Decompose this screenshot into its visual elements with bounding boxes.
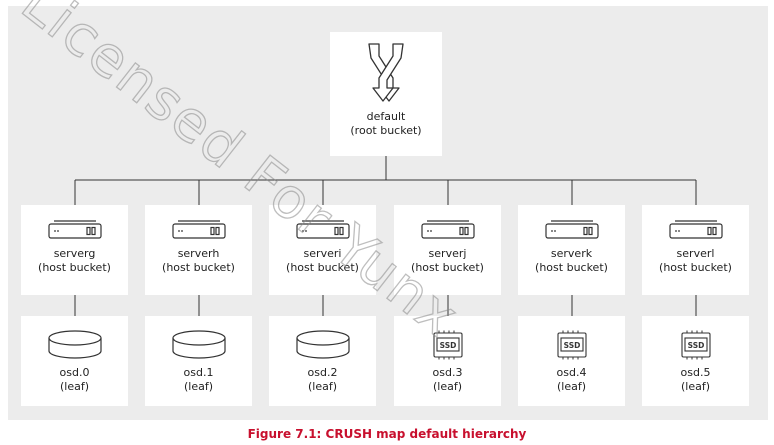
leaf-osd-type: (leaf) bbox=[59, 380, 90, 393]
leaf-osd-name: osd.5 bbox=[680, 366, 711, 379]
host-bucket-type: (host bucket) bbox=[162, 261, 235, 274]
crossing-arrows-icon bbox=[368, 43, 404, 102]
leaf-osd-node: osd.1 (leaf) bbox=[145, 316, 252, 406]
leaf-osd-type: (leaf) bbox=[307, 380, 338, 393]
host-bucket-node: serverl (host bucket) bbox=[642, 205, 749, 295]
host-bucket-node: serverk (host bucket) bbox=[518, 205, 625, 295]
host-bucket-type: (host bucket) bbox=[535, 261, 608, 274]
host-bucket-node: serveri (host bucket) bbox=[269, 205, 376, 295]
server-icon bbox=[668, 220, 723, 239]
leaf-osd-type: (leaf) bbox=[432, 380, 463, 393]
host-bucket-name: serverl bbox=[676, 247, 715, 260]
hdd-disk-icon bbox=[295, 330, 350, 359]
server-icon bbox=[171, 220, 226, 239]
leaf-osd-node: osd.2 (leaf) bbox=[269, 316, 376, 406]
leaf-osd-node: SSD osd.3 (leaf) bbox=[394, 316, 501, 406]
root-bucket-type: (root bucket) bbox=[350, 124, 422, 137]
leaf-osd-name: osd.0 bbox=[59, 366, 90, 379]
server-icon bbox=[544, 220, 599, 239]
host-bucket-name: serverj bbox=[428, 247, 467, 260]
host-bucket-type: (host bucket) bbox=[659, 261, 732, 274]
figure-caption: Figure 7.1: CRUSH map default hierarchy bbox=[247, 427, 527, 441]
host-bucket-type: (host bucket) bbox=[38, 261, 111, 274]
ssd-icon: SSD bbox=[556, 330, 587, 360]
host-bucket-type: (host bucket) bbox=[411, 261, 484, 274]
leaf-osd-name: osd.1 bbox=[183, 366, 214, 379]
server-icon bbox=[47, 220, 102, 239]
host-bucket-name: serverg bbox=[53, 247, 96, 260]
host-bucket-node: serverj (host bucket) bbox=[394, 205, 501, 295]
host-bucket-name: serveri bbox=[303, 247, 342, 260]
leaf-osd-name: osd.2 bbox=[307, 366, 338, 379]
leaf-osd-node: osd.0 (leaf) bbox=[21, 316, 128, 406]
hdd-disk-icon bbox=[171, 330, 226, 359]
ssd-icon-label: SSD bbox=[687, 341, 704, 350]
leaf-osd-node: SSD osd.5 (leaf) bbox=[642, 316, 749, 406]
ssd-icon: SSD bbox=[680, 330, 711, 360]
hdd-disk-icon bbox=[47, 330, 102, 359]
leaf-osd-name: osd.3 bbox=[432, 366, 463, 379]
host-bucket-node: serverg (host bucket) bbox=[21, 205, 128, 295]
server-icon bbox=[295, 220, 350, 239]
server-icon bbox=[420, 220, 475, 239]
host-bucket-node: serverh (host bucket) bbox=[145, 205, 252, 295]
leaf-osd-node: SSD osd.4 (leaf) bbox=[518, 316, 625, 406]
root-bucket-node: default (root bucket) bbox=[330, 32, 442, 156]
host-bucket-name: serverh bbox=[177, 247, 220, 260]
leaf-osd-type: (leaf) bbox=[183, 380, 214, 393]
ssd-icon: SSD bbox=[432, 330, 463, 360]
host-bucket-name: serverk bbox=[550, 247, 593, 260]
leaf-osd-type: (leaf) bbox=[556, 380, 587, 393]
root-bucket-name: default bbox=[366, 110, 406, 123]
leaf-osd-type: (leaf) bbox=[680, 380, 711, 393]
leaf-osd-name: osd.4 bbox=[556, 366, 587, 379]
host-bucket-type: (host bucket) bbox=[286, 261, 359, 274]
ssd-icon-label: SSD bbox=[563, 341, 580, 350]
ssd-icon-label: SSD bbox=[439, 341, 456, 350]
